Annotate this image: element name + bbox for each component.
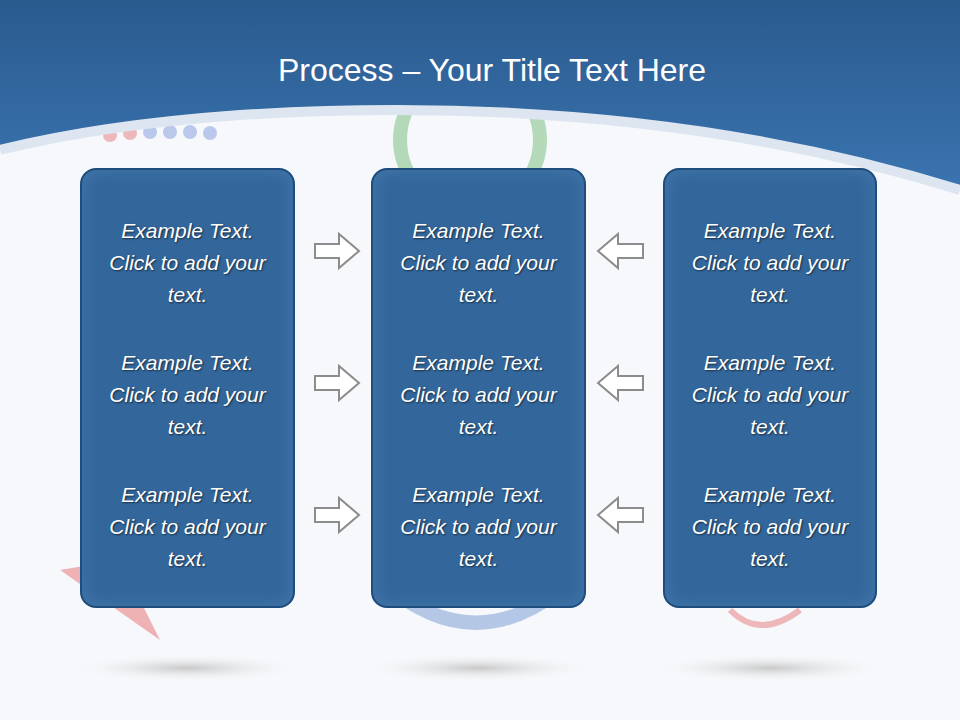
box-text: Example Text. Click to add your text. [399,479,559,575]
block-arrow [598,366,643,400]
slide-title: Process – Your Title Text Here [0,52,960,89]
box-text: Example Text. Click to add your text. [690,479,850,575]
process-box: Example Text. Click to add your text. Exa… [371,168,586,608]
box-text: Example Text. Click to add your text. [108,479,268,575]
block-arrow [315,498,359,532]
block-arrow [315,366,359,400]
box-text: Example Text. Click to add your text. [399,347,559,443]
process-box: Example Text. Click to add your text. Exa… [663,168,877,608]
box-text: Example Text. Click to add your text. [690,347,850,443]
box-text: Example Text. Click to add your text. [108,215,268,311]
box-text: Example Text. Click to add your text. [399,215,559,311]
block-arrow [315,234,359,268]
block-arrow [598,234,643,268]
box-text: Example Text. Click to add your text. [108,347,268,443]
process-box: Example Text. Click to add your text. Exa… [80,168,295,608]
block-arrow [598,498,643,532]
box-text: Example Text. Click to add your text. [690,215,850,311]
